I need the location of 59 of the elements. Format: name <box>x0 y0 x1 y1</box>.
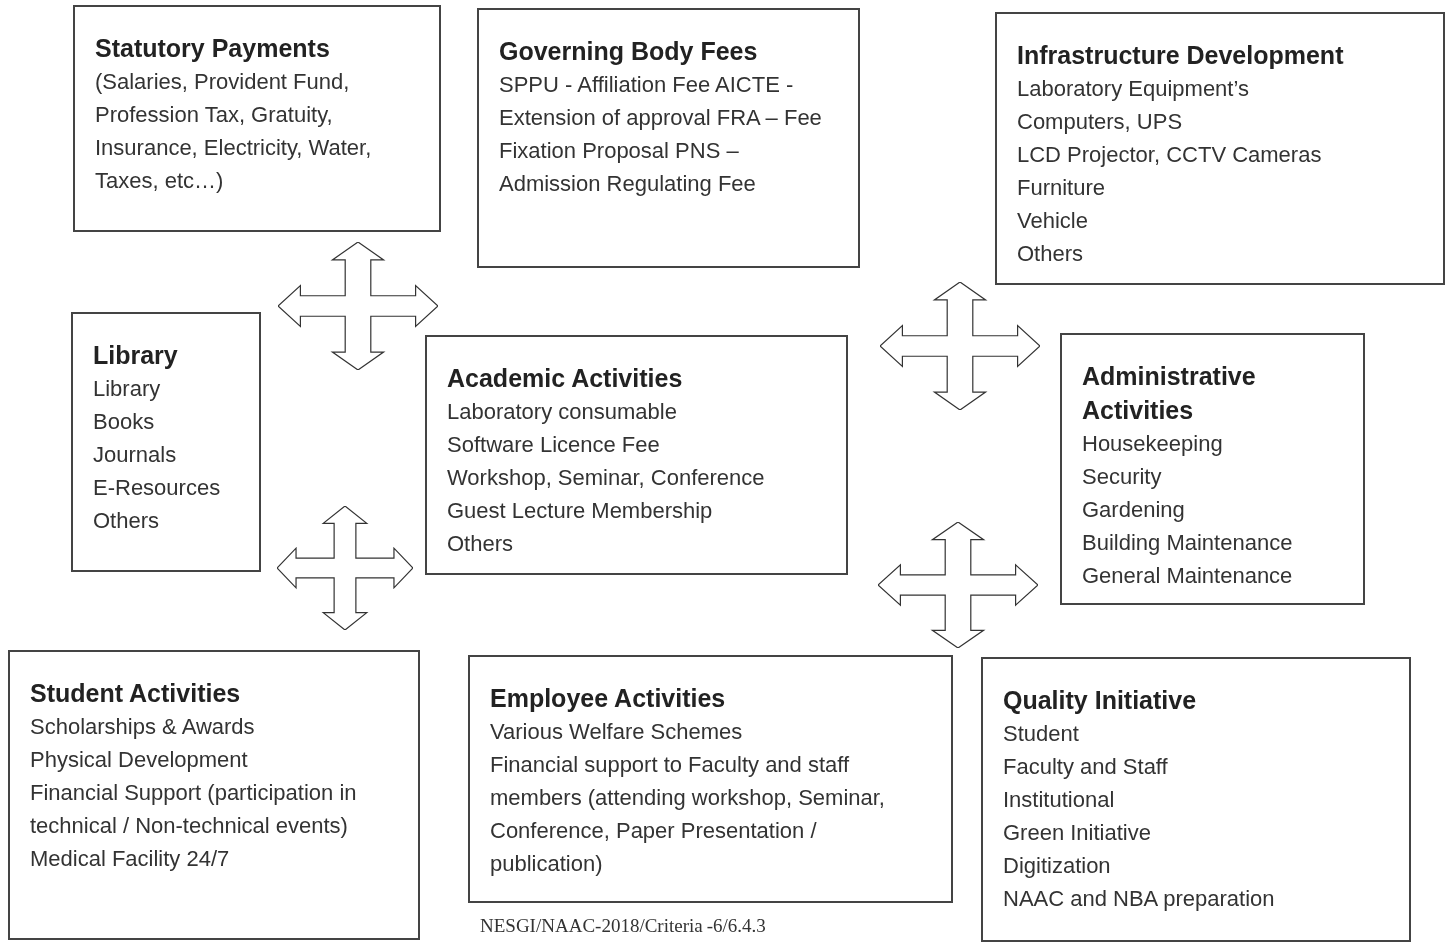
box-item: Others <box>1017 240 1085 268</box>
box-item: Financial support to Faculty and staff members (attending workshop, Seminar, Conference, Paper Presentation / publication) <box>490 751 886 878</box>
four-way-arrow <box>278 242 438 370</box>
four-way-arrow <box>878 522 1038 648</box>
box-item: Others <box>93 507 161 535</box>
box-item: (Salaries, Provident Fund, Profession Tax, Gratuity, Insurance, Electricity, Water, Taxes, etc…) <box>95 68 373 195</box>
box-item: Financial Support (participation in technical / Non-technical events) <box>30 779 358 840</box>
box-item: E-Resources <box>93 474 222 502</box>
box-item: General Maintenance <box>1082 562 1294 590</box>
box-item: Student <box>1003 720 1080 748</box>
box-item: Books <box>93 408 156 436</box>
category-box <box>1060 333 1365 605</box>
box-heading: Employee Activities <box>490 683 727 714</box>
category-box <box>71 312 261 572</box>
box-item: Institutional <box>1003 786 1116 814</box>
box-item: Various Welfare Schemes <box>490 718 744 746</box>
box-item: NAAC and NBA preparation <box>1003 885 1276 913</box>
category-box <box>981 657 1411 942</box>
category-box <box>468 655 953 903</box>
box-item: Green Initiative <box>1003 819 1152 847</box>
box-item: Digitization <box>1003 852 1112 880</box>
category-box <box>425 335 848 575</box>
box-item: SPPU - Affiliation Fee AICTE - Extension of approval FRA – Fee Fixation Proposal PNS – Admission Regulating Fee <box>499 71 823 198</box>
four-way-arrow <box>277 506 413 630</box>
box-heading: Infrastructure Development <box>1017 40 1345 71</box>
stamp-text: NESGI/NAAC-2018/Criteria <box>480 914 703 938</box>
box-item: Computers, UPS <box>1017 108 1184 136</box>
box-item: Housekeeping <box>1082 430 1224 458</box>
category-box <box>477 8 860 268</box>
stamp-text: -6/6.4.3 <box>706 914 766 938</box>
box-item: Software Licence Fee <box>447 431 661 459</box>
box-item: Laboratory Equipment’s <box>1017 75 1250 103</box>
box-item: Furniture <box>1017 174 1107 202</box>
box-heading: Quality Initiative <box>1003 685 1198 716</box>
box-heading: Administrative Activities <box>1082 361 1257 426</box>
box-heading: Governing Body Fees <box>499 36 759 67</box>
box-item: Journals <box>93 441 178 469</box>
box-heading: Library <box>93 340 179 371</box>
box-item: Scholarships & Awards <box>30 713 256 741</box>
category-box <box>8 650 420 940</box>
box-item: Medical Facility 24/7 <box>30 845 231 873</box>
box-item: Library <box>93 375 162 403</box>
box-item: Physical Development <box>30 746 249 774</box>
box-item: Faculty and Staff <box>1003 753 1169 781</box>
box-item: Vehicle <box>1017 207 1089 235</box>
box-item: Guest Lecture Membership <box>447 497 714 525</box>
box-heading: Academic Activities <box>447 363 684 394</box>
box-item: Workshop, Seminar, Conference <box>447 464 766 492</box>
category-box <box>995 12 1445 285</box>
four-way-arrow <box>880 282 1040 410</box>
box-item: Gardening <box>1082 496 1186 524</box>
box-heading: Student Activities <box>30 678 242 709</box>
category-box <box>73 5 441 232</box>
box-heading: Statutory Payments <box>95 33 331 64</box>
box-item: LCD Projector, CCTV Cameras <box>1017 141 1323 169</box>
box-item: Laboratory consumable <box>447 398 678 426</box>
box-item: Building Maintenance <box>1082 529 1294 557</box>
box-item: Security <box>1082 463 1163 491</box>
box-item: Others <box>447 530 515 558</box>
